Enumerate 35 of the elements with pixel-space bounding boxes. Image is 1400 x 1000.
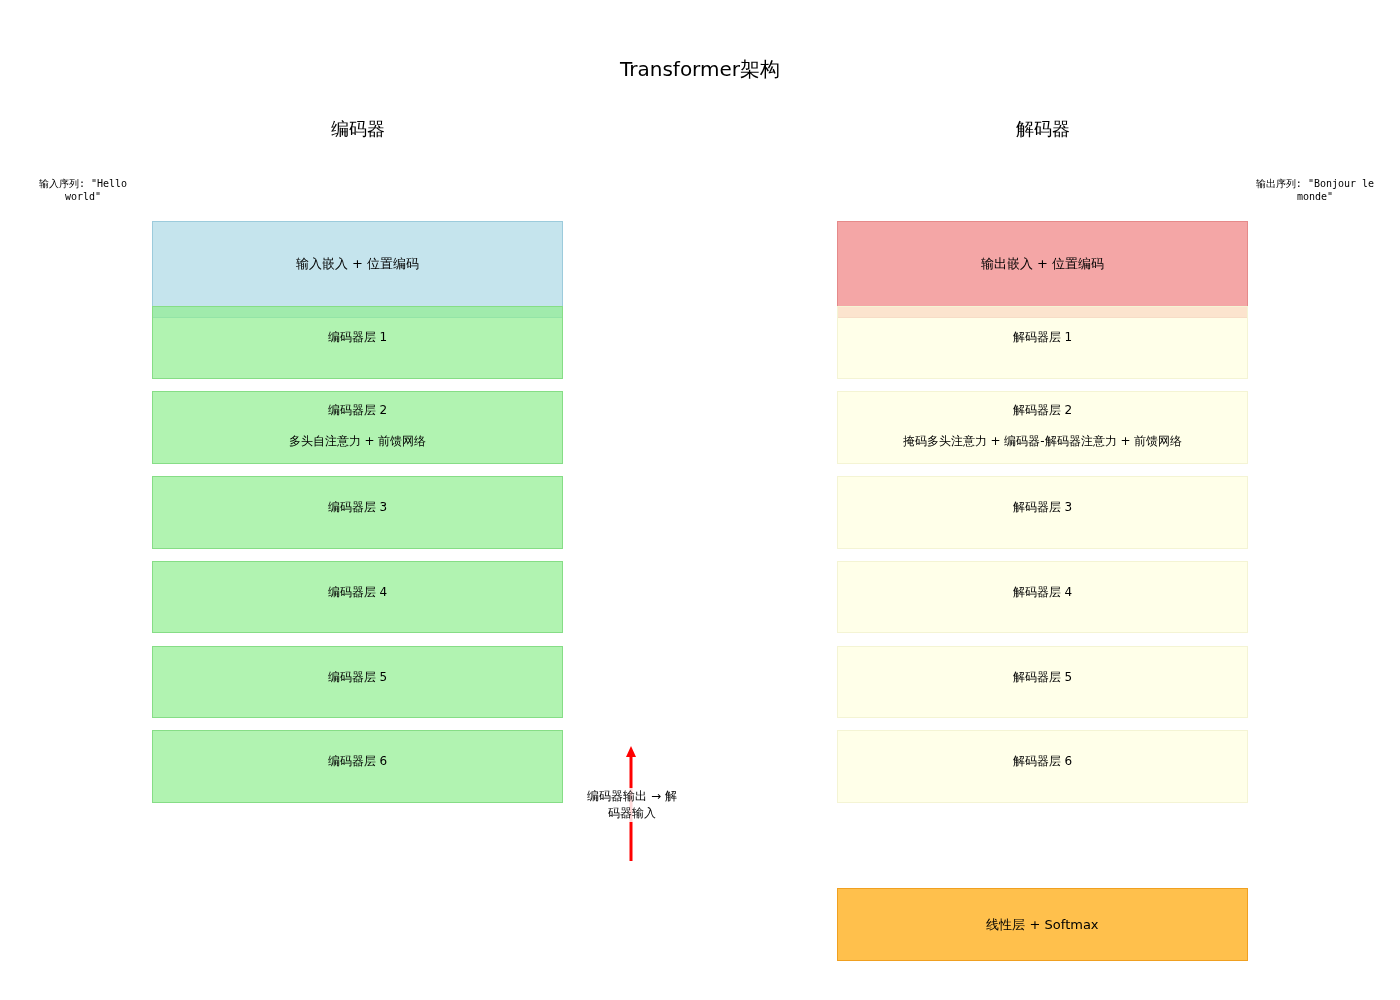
encoder-layer-box [152,476,563,549]
decoder-layer-box [837,646,1248,718]
layer-title: 编码器层 3 [327,499,388,516]
decoder-layer-box [837,391,1248,464]
layer-title: 输入嵌入 + 位置编码 [295,254,420,273]
layer-title: 解码器层 5 [1012,669,1073,686]
section-heading: 编码器 [330,117,386,141]
encoder-layer-box [152,306,563,379]
decoder-layer-box [837,476,1248,549]
layer-title: 线性层 + Softmax [986,915,1099,934]
layer-title: 编码器层 4 [327,584,388,601]
encoder-layer-box [152,391,563,464]
layer-title: 解码器层 1 [1012,329,1073,346]
layer-title: 解码器层 3 [1012,499,1073,516]
layer-title: 解码器层 6 [1012,753,1073,770]
decoder-layer-box [837,306,1248,379]
layer-title: 输出嵌入 + 位置编码 [980,254,1105,273]
output-layer-box [837,888,1248,961]
layer-title: 编码器层 6 [327,753,388,770]
sequence-note: 输入序列: "Hello world" [37,177,129,202]
layer-description: 掩码多头注意力 + 编码器-解码器注意力 + 前馈网络 [902,433,1183,450]
layer-title: 解码器层 2 [1012,402,1073,419]
sequence-note: 输出序列: "Bonjour le monde" [1254,177,1376,202]
layer-description: 多头自注意力 + 前馈网络 [288,433,427,450]
layer-title: 编码器层 5 [327,669,388,686]
layer-title: 解码器层 4 [1012,584,1073,601]
section-heading: 解码器 [1015,117,1071,141]
encoder-layer-box [152,646,563,718]
diagram-title: Transformer架构 [619,56,781,83]
layer-title: 编码器层 2 [327,402,388,419]
encoder-layer-box [152,730,563,803]
encoder-layer-box [152,561,563,633]
layer-title: 编码器层 1 [327,329,388,346]
decoder-layer-box [837,561,1248,633]
decoder-layer-box [837,730,1248,803]
